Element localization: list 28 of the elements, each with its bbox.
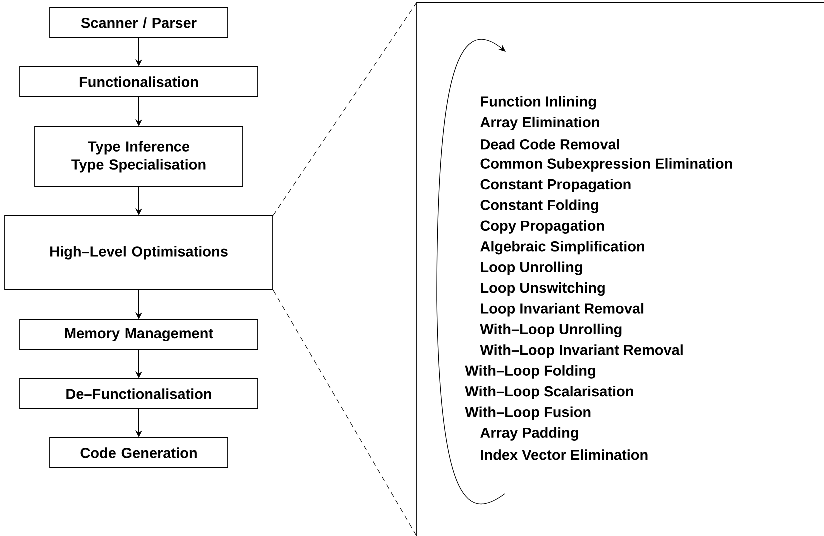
process-box: Type Inference Type Specialisation: [34, 126, 244, 188]
list-item: With–Loop Unrolling: [480, 324, 622, 338]
process-box: Functionalisation: [20, 66, 258, 98]
process-box: High–Level Optimisations: [4, 216, 274, 290]
process-box: Memory Management: [20, 320, 258, 350]
list-item: Constant Folding: [480, 200, 598, 214]
list-item: Dead Code Removal: [481, 139, 620, 150]
list-item: Loop Unrolling: [481, 262, 582, 276]
zoom-line: [273, 290, 418, 536]
list-item: With–Loop Fusion: [465, 406, 591, 420]
list-item: Index Vector Elimination: [481, 450, 648, 460]
list-item: Copy Propagation: [480, 220, 604, 234]
list-item: Loop Unswitching: [481, 282, 605, 296]
process-box: De–Functionalisation: [20, 378, 258, 410]
zoom-panel: [416, 2, 824, 536]
list-item: Common Subexpression Elimination: [480, 158, 732, 172]
list-item: Array Elimination: [480, 116, 600, 130]
list-item: With–Loop Folding: [465, 365, 596, 379]
process-box: Scanner / Parser: [50, 8, 228, 38]
list-item: Array Padding: [480, 427, 578, 441]
zoom-line: [273, 2, 418, 216]
list-item: With–Loop Scalarisation: [465, 386, 634, 400]
process-box: Code Generation: [50, 438, 228, 468]
list-item: Constant Propagation: [480, 179, 631, 193]
list-item: With–Loop Invariant Removal: [480, 344, 683, 358]
list-item: Function Inlining: [481, 96, 596, 110]
list-item: Loop Invariant Removal: [481, 303, 644, 317]
list-item: Algebraic Simplification: [480, 241, 644, 255]
